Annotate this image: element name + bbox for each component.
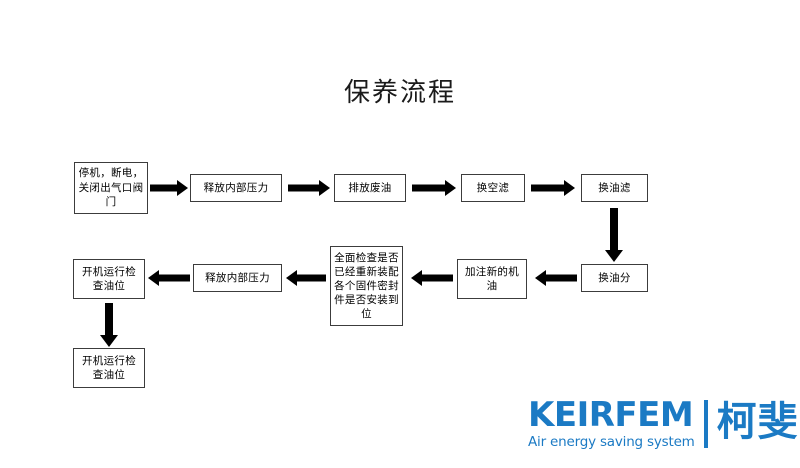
arrow-shaft (288, 184, 320, 192)
brand-logo: KEIRFEM Air energy saving system 柯斐 (528, 398, 799, 450)
connector-arrow-n5-n6 (605, 208, 623, 262)
arrow-head (100, 335, 118, 347)
flow-node-start-check-oil-level-2[interactable]: 开机运行检查油位 (73, 348, 145, 388)
flow-node-add-new-oil[interactable]: 加注新的机油 (457, 259, 527, 299)
arrow-head (605, 250, 623, 262)
logo-tagline: Air energy saving system (528, 434, 695, 450)
logo-chinese-name: 柯斐 (716, 399, 799, 445)
flow-node-replace-oil-filter[interactable]: 换油滤 (581, 174, 648, 202)
flow-node-release-pressure-2[interactable]: 释放内部压力 (193, 264, 282, 292)
flow-node-replace-air-filter[interactable]: 换空滤 (461, 174, 525, 202)
flow-node-label: 换油滤 (598, 181, 631, 194)
arrow-head (148, 270, 159, 286)
logo-divider (703, 400, 708, 448)
flow-node-release-pressure-1[interactable]: 释放内部压力 (190, 174, 282, 202)
connector-arrow-n4-n5 (531, 180, 575, 196)
flow-node-start-check-oil-level-1[interactable]: 开机运行检查油位 (73, 259, 145, 299)
connector-arrow-n8-n9 (286, 270, 326, 286)
flow-node-label: 释放内部压力 (203, 181, 269, 194)
flow-node-full-inspection[interactable]: 全面检查是否已经重新装配各个固件密封件是否安装到位 (330, 246, 403, 326)
connector-arrow-n2-n3 (288, 180, 330, 196)
arrow-shaft (105, 303, 113, 337)
connector-arrow-n7-n8 (411, 270, 453, 286)
flow-node-label: 停机，断电，关闭出气口阀门 (78, 167, 144, 209)
flow-node-drain-waste-oil[interactable]: 排放废油 (334, 174, 406, 202)
arrow-shaft (150, 184, 178, 192)
arrow-head (177, 180, 188, 196)
flow-node-label: 开机运行检查油位 (82, 354, 136, 382)
flow-node-label: 换油分 (598, 271, 631, 284)
arrow-shaft (158, 274, 190, 282)
flow-node-replace-oil-separator[interactable]: 换油分 (581, 264, 648, 292)
connector-arrow-n10-n11 (100, 303, 118, 347)
arrow-shaft (610, 208, 618, 252)
arrow-head (445, 180, 456, 196)
connector-arrow-n9-n10 (148, 270, 190, 286)
page-title: 保养流程 (343, 78, 456, 108)
arrow-head (564, 180, 575, 196)
flow-node-stop-power-off[interactable]: 停机，断电，关闭出气口阀门 (74, 162, 148, 214)
arrow-shaft (545, 274, 577, 282)
arrow-shaft (412, 184, 446, 192)
arrow-head (411, 270, 422, 286)
flow-node-label: 全面检查是否已经重新装配各个固件密封件是否安装到位 (334, 252, 399, 320)
flow-node-label: 换空滤 (476, 181, 510, 194)
flow-node-label: 释放内部压力 (205, 271, 270, 284)
logo-latin-block: KEIRFEM Air energy saving system (528, 398, 695, 450)
arrow-head (535, 270, 546, 286)
logo-wordmark: KEIRFEM (528, 395, 694, 435)
flow-node-label: 加注新的机油 (465, 265, 519, 293)
flow-node-label: 排放废油 (348, 181, 392, 194)
arrow-shaft (296, 274, 326, 282)
arrow-shaft (531, 184, 565, 192)
arrow-head (286, 270, 297, 286)
arrow-shaft (421, 274, 453, 282)
arrow-head (319, 180, 330, 196)
flow-node-label: 开机运行检查油位 (82, 265, 136, 293)
connector-arrow-n1-n2 (150, 180, 188, 196)
connector-arrow-n3-n4 (412, 180, 456, 196)
connector-arrow-n6-n7 (535, 270, 577, 286)
